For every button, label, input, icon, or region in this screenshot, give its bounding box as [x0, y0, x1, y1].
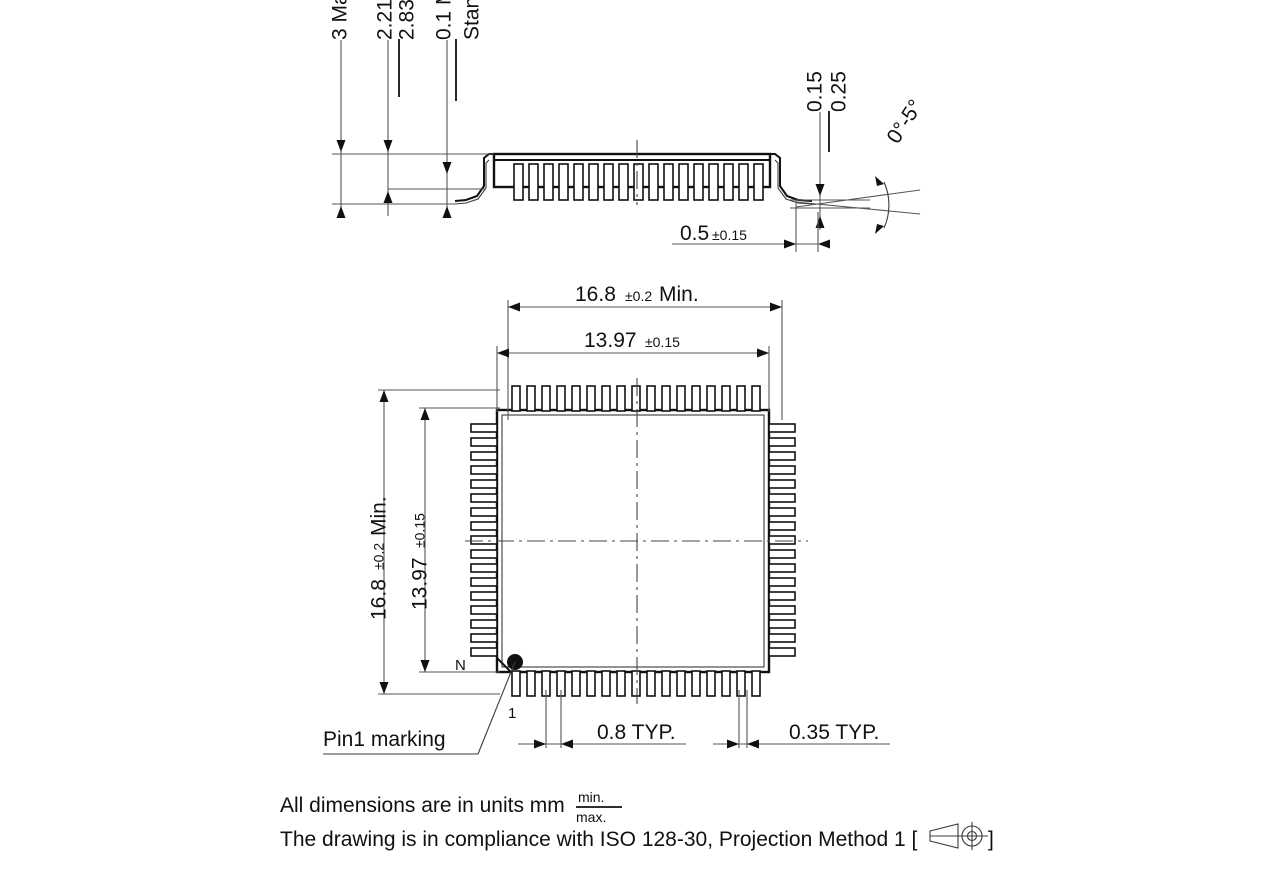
dim-lead-pitch: 0.8 TYP. — [518, 690, 686, 749]
drawing-notes: All dimensions are in units mm min. max.… — [280, 789, 994, 851]
pin1-marking-leader: Pin1 marking — [323, 661, 516, 755]
dim-body-height: 2.21 2.83 — [374, 0, 419, 216]
dim-stand-off-caption: Stand off — [461, 0, 484, 40]
dim-lead-pitch-label: 0.8 TYP. — [597, 721, 676, 744]
dim-overall-width: 16.8 ±0.2 Min. — [507, 283, 783, 420]
dim-lead-angle-label: 0°-5° — [883, 96, 928, 148]
dim-overall-height-suffix: Min. — [368, 496, 391, 536]
pin-one-label: 1 — [508, 705, 516, 722]
dim-total-height-label: 3 Max. — [329, 0, 352, 40]
dim-overall-width-suffix: Min. — [659, 283, 699, 306]
dim-overall-width-tolerance: ±0.2 — [625, 288, 652, 304]
compliance-note-text: The drawing is in compliance with ISO 12… — [280, 828, 917, 851]
side-elevation-view: 3 Max. 2.21 2.83 0.1 Min. Stand off — [329, 0, 928, 252]
plan-bottom-lead-row — [511, 670, 761, 697]
pin-n-label: N — [455, 657, 466, 674]
plan-top-lead-row — [511, 385, 761, 412]
dim-body-height-plan-tolerance: ±0.15 — [412, 513, 428, 548]
iso-projection-method-1-symbol — [929, 822, 988, 850]
side-left-lead-inner — [454, 159, 490, 205]
dim-lead-thickness-min-label: 0.15 — [804, 71, 827, 112]
dim-lead-thickness: 0.15 0.25 — [790, 71, 870, 230]
dim-body-width-tolerance: ±0.15 — [645, 334, 680, 350]
plan-pin1-chamfer — [496, 657, 512, 673]
dim-overall-height-tolerance: ±0.2 — [371, 543, 387, 570]
plan-left-lead-row — [470, 423, 498, 657]
side-lead-band — [493, 159, 771, 188]
compliance-note-close-bracket: ] — [988, 828, 994, 851]
dim-lead-width-label: 0.35 TYP. — [789, 721, 879, 744]
dim-body-height-max-label: 2.83 — [396, 0, 419, 40]
plan-right-lead-row — [768, 423, 796, 657]
dim-body-height-plan: 13.97 ±0.15 — [409, 407, 500, 673]
dim-stand-off: 0.1 Min. Stand off — [433, 0, 484, 218]
dim-body-height-plan-value: 13.97 — [409, 557, 432, 610]
dim-lead-angle: 0°-5° — [795, 96, 928, 234]
side-right-lead-inner — [774, 159, 813, 205]
lead-angle-arc — [883, 181, 890, 229]
dim-overall-height-value: 16.8 — [368, 579, 391, 620]
dim-lead-foot-length-label: 0.5 — [680, 222, 709, 245]
dim-lead-foot-length-tolerance: ±0.15 — [712, 227, 747, 243]
dim-lead-width: 0.35 TYP. — [713, 690, 890, 749]
dim-body-height-min-label: 2.21 — [374, 0, 397, 40]
min-label: min. — [578, 789, 604, 805]
units-note-text: All dimensions are in units mm — [280, 794, 565, 817]
pin1-marking-label: Pin1 marking — [323, 728, 446, 751]
dim-stand-off-min-label: 0.1 Min. — [433, 0, 456, 40]
dim-body-width: 13.97 ±0.15 — [496, 329, 770, 412]
dim-overall-height: 16.8 ±0.2 Min. — [368, 389, 500, 695]
dim-lead-thickness-max-label: 0.25 — [828, 71, 851, 112]
min-max-fraction: min. max. — [576, 789, 622, 825]
dim-lead-foot-length: 0.5 ±0.15 — [672, 200, 830, 252]
max-label: max. — [576, 809, 606, 825]
plan-view: 1 N Pin1 marking 16.8 ±0.2 Min. — [323, 283, 890, 755]
side-lead-group — [513, 163, 764, 201]
dim-overall-width-value: 16.8 — [575, 283, 616, 306]
dim-total-height: 3 Max. — [329, 0, 352, 218]
dim-body-width-value: 13.97 — [584, 329, 637, 352]
